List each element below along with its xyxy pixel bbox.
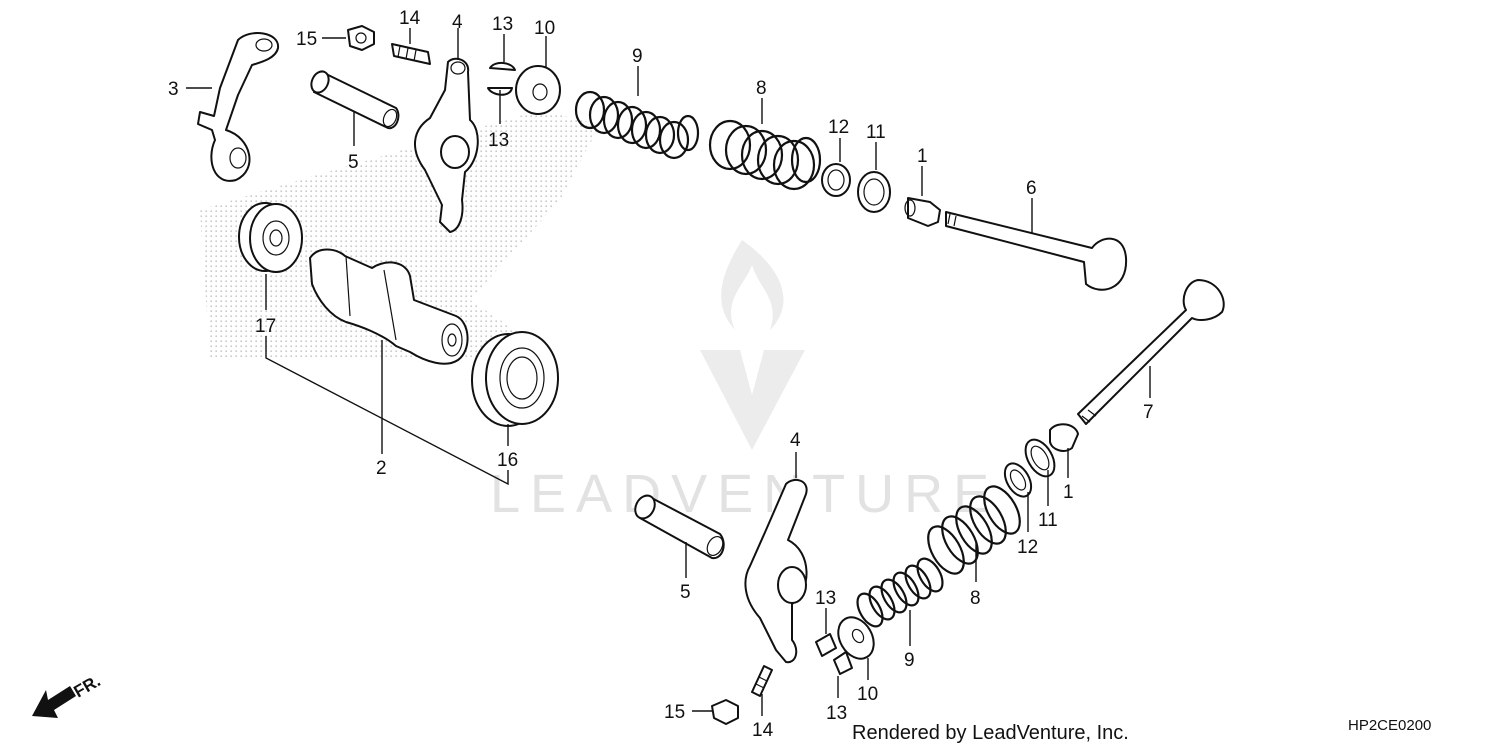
stipple-background [200, 110, 600, 360]
callout-10-bottom: 10 [857, 684, 878, 705]
adjust-screw-part-top [391, 43, 431, 65]
callout-6: 6 [1026, 178, 1037, 199]
bearing-part-17 [238, 202, 303, 273]
callout-10-top: 10 [534, 18, 555, 39]
callout-16: 16 [497, 450, 518, 471]
callout-13-d: 13 [826, 703, 847, 724]
bearing-part-16 [471, 331, 559, 427]
callout-1-top: 1 [917, 146, 928, 167]
inner-spring-part-bottom [856, 557, 944, 628]
valve-part-bottom [1077, 279, 1225, 425]
inner-spring-part-top [574, 90, 700, 160]
callout-7: 7 [1143, 402, 1154, 423]
rocker-shaft-part-top [310, 70, 400, 130]
callout-8-bottom: 8 [970, 588, 981, 609]
rocker-shaft-part-bottom [634, 494, 725, 560]
cotter-part-top [487, 62, 516, 96]
spring-retainer-part-bottom [837, 616, 875, 660]
callout-9-top: 9 [632, 46, 643, 67]
callout-4-bottom: 4 [790, 430, 801, 451]
diagram-code: HP2CE0200 [1348, 717, 1431, 734]
callout-5-bottom: 5 [680, 582, 691, 603]
outer-spring-part-bottom [927, 485, 1021, 575]
adjust-screw-part-bottom [751, 665, 773, 697]
callout-2: 2 [376, 458, 387, 479]
callout-4-top: 4 [452, 12, 463, 33]
callout-11-top: 11 [866, 122, 886, 143]
callout-12-bottom: 12 [1017, 537, 1038, 558]
callout-13-b: 13 [488, 130, 509, 151]
stem-seal-part-top [904, 197, 941, 227]
leader-lines [186, 28, 1151, 716]
camshaft-part [309, 248, 469, 365]
nut-part-top [347, 25, 375, 51]
spring-seat-part-bottom [1003, 462, 1033, 498]
callout-11-bottom: 11 [1038, 510, 1058, 531]
callout-13-c: 13 [815, 588, 836, 609]
valve-seal-part-bottom [1024, 438, 1056, 478]
callout-15-bottom: 15 [664, 702, 685, 723]
bracket-part [197, 32, 279, 182]
callout-labels: 3 15 14 4 13 13 10 5 9 8 12 11 1 6 7 17 … [168, 8, 1154, 741]
front-direction-label: FR. [71, 671, 104, 701]
stem-seal-part-bottom [1049, 423, 1079, 452]
callout-13-a: 13 [492, 14, 513, 35]
spring-retainer-part-top [515, 65, 561, 115]
callout-14-bottom: 14 [752, 720, 774, 741]
nut-part-bottom [711, 699, 739, 725]
callout-8-top: 8 [756, 78, 767, 99]
callout-14-top: 14 [399, 8, 421, 29]
valve-part-top [945, 211, 1128, 291]
valve-seal-part-top [857, 171, 891, 213]
callout-5-top: 5 [348, 152, 359, 173]
callout-12-top: 12 [828, 117, 849, 138]
watermark-text: LEADVENTURE [490, 464, 999, 524]
watermark: LEADVENTURE [490, 240, 999, 524]
rocker-arm-part-top [413, 57, 479, 233]
front-direction-arrow-icon: FR. [32, 671, 104, 718]
callout-1-bottom: 1 [1063, 482, 1074, 503]
outer-spring-part-top [708, 119, 822, 191]
rocker-arm-part-bottom [744, 478, 808, 664]
callout-3: 3 [168, 79, 179, 100]
spring-seat-part-top [821, 163, 851, 197]
callout-9-bottom: 9 [904, 650, 915, 671]
rendered-by-credit: Rendered by LeadVenture, Inc. [852, 722, 1129, 744]
cotter-part-bottom [815, 633, 853, 675]
callout-15-top: 15 [296, 29, 317, 50]
callout-17: 17 [255, 316, 276, 337]
